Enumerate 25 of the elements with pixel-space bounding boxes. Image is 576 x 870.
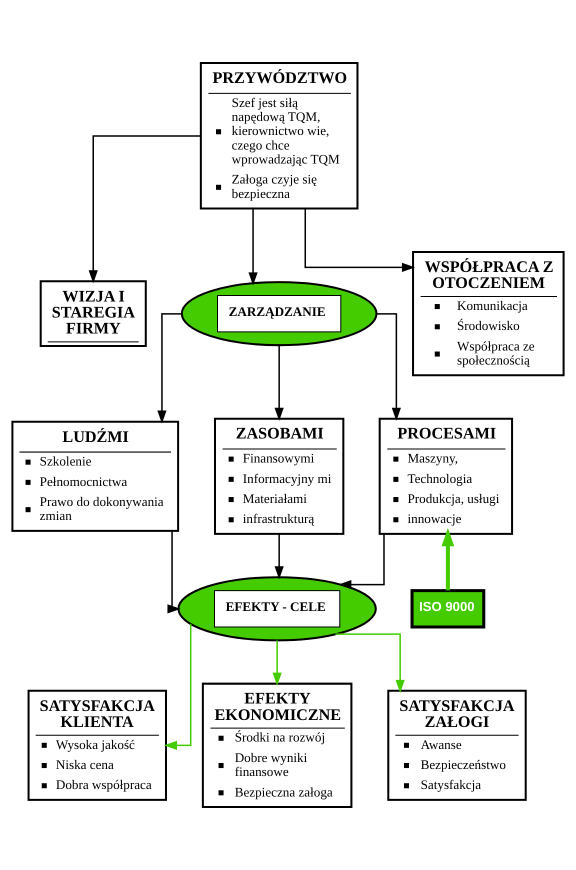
node-box: ISO 9000 — [410, 589, 486, 628]
arrow — [335, 633, 405, 694]
arrow — [376, 313, 401, 421]
arrow — [157, 313, 182, 424]
arrow — [272, 640, 282, 686]
node-box: PRZYWÓDZTWO Szef jest siłą napędową TQM, kierownictwo wie, czego chce wprowadzając TQM Załoga czyje się bezpieczna — [200, 62, 358, 210]
arrow — [167, 531, 181, 614]
arrow — [88, 135, 201, 284]
node-box: WIZJA I STAREGIA FIRMY — [40, 280, 147, 347]
arrow — [274, 534, 284, 580]
arrow — [274, 345, 284, 421]
arrow — [338, 534, 385, 590]
arrow — [442, 528, 454, 590]
arrow — [164, 624, 192, 750]
node-box: SATYSFAKCJA ZAŁOGI Awanse Bezpieczeństwo Satysfakcja — [387, 690, 527, 801]
node-box: EFEKTY EKONOMICZNE Środki na rozwój Dobre wyniki finansowe Bezpieczna załoga — [202, 682, 352, 808]
node-box: SATYSFAKCJA KLIENTA Wysoka jakość Niska cena Dobra współpraca — [28, 690, 167, 801]
node-box: ZASOBAMI Finansowymi Informacyjny mi Materiałami infrastrukturą — [214, 418, 344, 535]
node-ellipse: ZARZĄDZANIE — [180, 281, 378, 346]
node-ellipse: EFEKTY - CELE — [177, 576, 377, 642]
node-box: LUDŹMI Szkolenie Pełnomocnictwa Prawo do dokonywania zmian — [11, 420, 180, 532]
arrow — [248, 208, 258, 286]
arrow — [304, 208, 416, 272]
node-box: WSPÓŁPRACA Z OTOCZENIEM Komunikacja Środowisko Współpraca ze społecznością — [412, 250, 565, 376]
node-box: PROCESAMI Maszyny, Technologia Produkcja, usługi innowacje — [378, 418, 514, 535]
